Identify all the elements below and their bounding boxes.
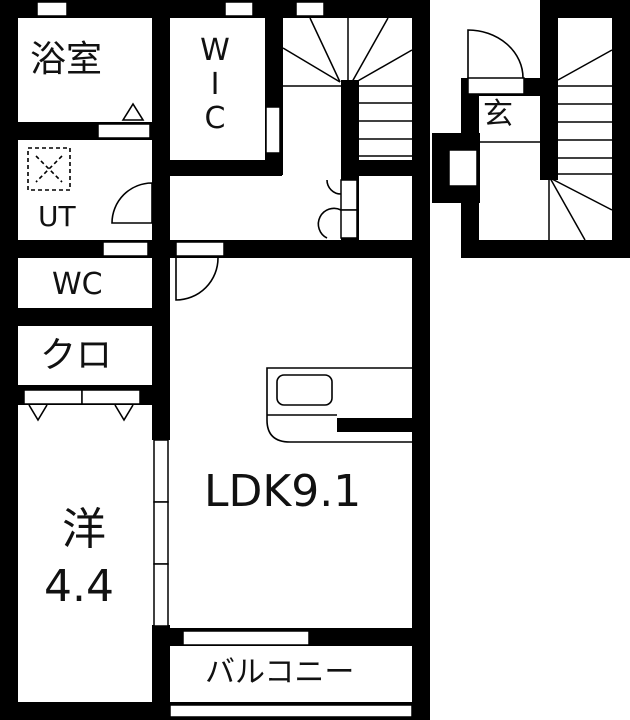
- room-label-ldk: LDK9.1: [204, 466, 362, 517]
- windows-and-openings: [23, 1, 525, 718]
- room-label-wic: W I C: [200, 36, 230, 134]
- wic-letter-i: I: [210, 67, 220, 102]
- room-label-bath: 浴室: [30, 39, 103, 80]
- fixtures: [27, 102, 145, 422]
- room-label-western: 洋: [62, 504, 106, 555]
- kitchen-counter: [266, 367, 412, 443]
- room-label-closet: クロ: [40, 335, 113, 376]
- stairs: [282, 17, 613, 241]
- room-size-western: 4.4: [44, 561, 114, 612]
- wic-letter-c: C: [204, 101, 226, 136]
- wic-letter-w: W: [200, 33, 230, 68]
- door-swings: [111, 29, 524, 301]
- room-label-balcony: バルコニー: [205, 655, 355, 690]
- room-label-toilet: WC: [52, 267, 103, 302]
- room-label-utility: UT: [38, 200, 76, 233]
- room-label-entrance: 玄: [483, 97, 513, 132]
